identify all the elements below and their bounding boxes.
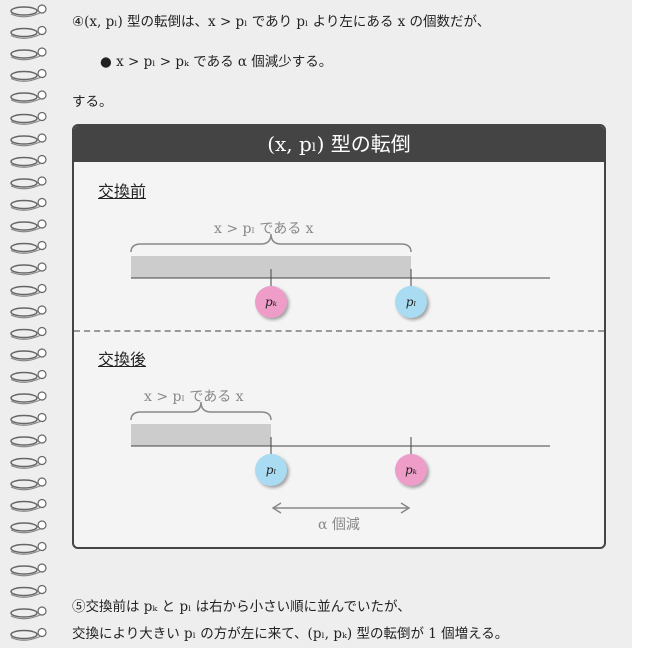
- spiral-ring: [10, 25, 47, 39]
- after-brace-label: x > pₗ である x: [144, 389, 244, 405]
- after-circle-pk: pₖ: [395, 454, 427, 486]
- spiral-ring: [10, 68, 47, 82]
- before-bar: [131, 256, 411, 278]
- after-bar: [131, 424, 271, 446]
- before-heading: 交換前: [98, 182, 147, 201]
- spiral-ring: [10, 262, 47, 276]
- spiral-ring: [10, 47, 47, 61]
- after-heading: 交換後: [98, 350, 147, 369]
- text-line-5b: 交換により大きい pₗ の方が左に来て、(pₗ, pₖ) 型の転倒が 1 個増え…: [72, 626, 509, 642]
- before-circle-pk: pₖ: [255, 286, 287, 318]
- after-brace: [130, 401, 272, 421]
- spiral-ring: [10, 219, 47, 233]
- spiral-ring: [10, 369, 47, 383]
- spiral-ring: [10, 391, 47, 405]
- alpha-decrease-label: α 個減: [318, 517, 360, 533]
- inversion-box: (x, pₗ) 型の転倒 交換前 x > pₗ である x pₖ pₗ 交換後 …: [72, 124, 606, 549]
- spiral-ring: [10, 477, 47, 491]
- bullet-item: ● x > pₗ > pₖ である α 個減少する。: [100, 54, 333, 70]
- spiral-ring: [10, 240, 47, 254]
- spiral-ring: [10, 154, 47, 168]
- spiral-ring: [10, 563, 47, 577]
- spiral-ring: [10, 498, 47, 512]
- before-brace-label: x > pₗ である x: [214, 221, 314, 237]
- text-line-3: する。: [72, 94, 113, 110]
- box-title: (x, pₗ) 型の転倒: [74, 126, 604, 162]
- spiral-ring: [10, 305, 47, 319]
- diagram-lines: [130, 233, 550, 514]
- before-circle-pl: pₗ: [395, 286, 427, 318]
- spiral-ring: [10, 584, 47, 598]
- spiral-ring: [10, 520, 47, 534]
- text-line-1: ④(x, pₗ) 型の転倒は、x > pₗ であり pₗ より左にある x の個…: [72, 14, 491, 30]
- before-brace: [130, 233, 412, 253]
- section-divider: [74, 330, 604, 332]
- spiral-binding: [10, 4, 47, 641]
- spiral-ring: [10, 348, 47, 362]
- spiral-ring: [10, 541, 47, 555]
- alpha-arrow-right-head: [400, 502, 411, 514]
- after-circle-pl: pₗ: [255, 454, 287, 486]
- spiral-ring: [10, 326, 47, 340]
- spiral-ring: [10, 90, 47, 104]
- spiral-ring: [10, 4, 47, 18]
- spiral-ring: [10, 455, 47, 469]
- alpha-arrow-left-head: [271, 502, 282, 514]
- spiral-ring: [10, 627, 47, 641]
- spiral-ring: [10, 606, 47, 620]
- spiral-ring: [10, 197, 47, 211]
- spiral-ring: [10, 133, 47, 147]
- spiral-ring: [10, 176, 47, 190]
- spiral-ring: [10, 412, 47, 426]
- spiral-ring: [10, 434, 47, 448]
- spiral-ring: [10, 111, 47, 125]
- text-line-5a: ⑤交換前は pₖ と pₗ は右から小さい順に並んでいたが、: [72, 599, 411, 615]
- spiral-ring: [10, 283, 47, 297]
